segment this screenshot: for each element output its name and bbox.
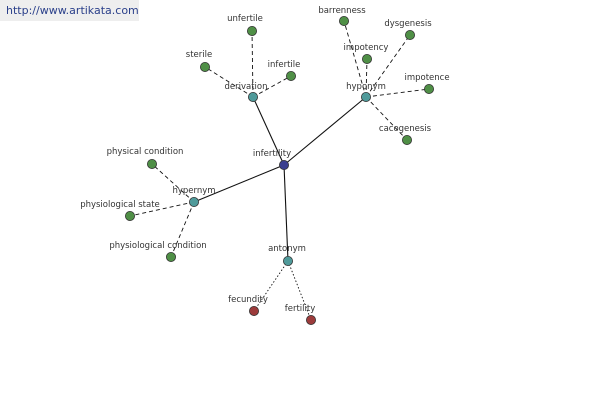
label-derivation[interactable]: derivation <box>224 82 267 92</box>
label-hyponym[interactable]: hyponym <box>346 82 386 92</box>
node-fecundity[interactable] <box>248 305 259 316</box>
edge-infertility-antonym <box>283 164 289 262</box>
node-cacogenesis[interactable] <box>401 134 412 145</box>
node-barrenness[interactable] <box>338 15 349 26</box>
node-physical-condition[interactable] <box>146 158 157 169</box>
label-fertility[interactable]: fertility <box>285 304 316 314</box>
node-infertile[interactable] <box>285 71 296 82</box>
graph-nodes <box>125 15 434 325</box>
node-derivation[interactable] <box>247 92 258 103</box>
node-antonym[interactable] <box>282 255 293 266</box>
edge-derivation-infertile <box>252 75 292 98</box>
label-barrenness[interactable]: barrenness <box>318 6 366 16</box>
edge-antonym-fecundity <box>253 260 289 312</box>
edge-hyponym-cacogenesis <box>365 96 408 141</box>
label-fecundity[interactable]: fecundity <box>228 295 268 305</box>
label-cacogenesis[interactable]: cacogenesis <box>379 124 432 134</box>
edge-hyponym-impotence <box>365 88 430 98</box>
node-unfertile[interactable] <box>246 25 257 36</box>
edge-hypernym-physiological-state <box>129 201 195 217</box>
node-physiological-condition[interactable] <box>165 251 176 262</box>
node-dysgenesis[interactable] <box>404 29 415 40</box>
graph-edges <box>129 20 430 321</box>
edge-infertility-derivation <box>252 96 285 166</box>
node-impotence[interactable] <box>423 84 434 95</box>
label-impotence[interactable]: impotence <box>404 73 449 83</box>
edge-antonym-fertility <box>287 260 312 321</box>
node-hyponym[interactable] <box>360 92 371 103</box>
label-physiological-condition[interactable]: physiological condition <box>109 241 206 251</box>
edge-infertility-hypernym <box>193 164 285 203</box>
label-sterile[interactable]: sterile <box>186 50 212 60</box>
edge-hypernym-physical-condition <box>151 163 195 203</box>
watermark-url: http://www.artikata.com <box>0 0 139 21</box>
edge-hyponym-dysgenesis <box>365 34 411 98</box>
label-infertile[interactable]: infertile <box>268 60 301 70</box>
node-infertility[interactable] <box>278 159 289 170</box>
label-dysgenesis[interactable]: dysgenesis <box>384 19 432 29</box>
label-physical-condition[interactable]: physical condition <box>107 147 184 157</box>
label-antonym[interactable]: antonym <box>268 244 306 254</box>
node-physiological-state[interactable] <box>125 210 136 221</box>
edge-hypernym-physiological-condition <box>170 201 195 258</box>
label-physiological-state[interactable]: physiological state <box>80 200 160 210</box>
edge-hyponym-impotency <box>365 58 368 98</box>
edge-hyponym-barrenness <box>343 20 367 98</box>
graph-labels: infertility derivation hyponym hypernym anto… <box>80 6 449 314</box>
edge-infertility-hyponym <box>283 96 367 166</box>
node-fertility[interactable] <box>305 314 316 325</box>
node-sterile[interactable] <box>199 62 210 73</box>
label-unfertile[interactable]: unfertile <box>227 14 263 24</box>
node-hypernym[interactable] <box>188 196 199 207</box>
node-impotency[interactable] <box>361 54 372 65</box>
label-hypernym[interactable]: hypernym <box>172 186 215 196</box>
label-impotency[interactable]: impotency <box>344 43 389 53</box>
label-infertility[interactable]: infertility <box>253 149 291 159</box>
edge-derivation-sterile <box>204 66 254 98</box>
